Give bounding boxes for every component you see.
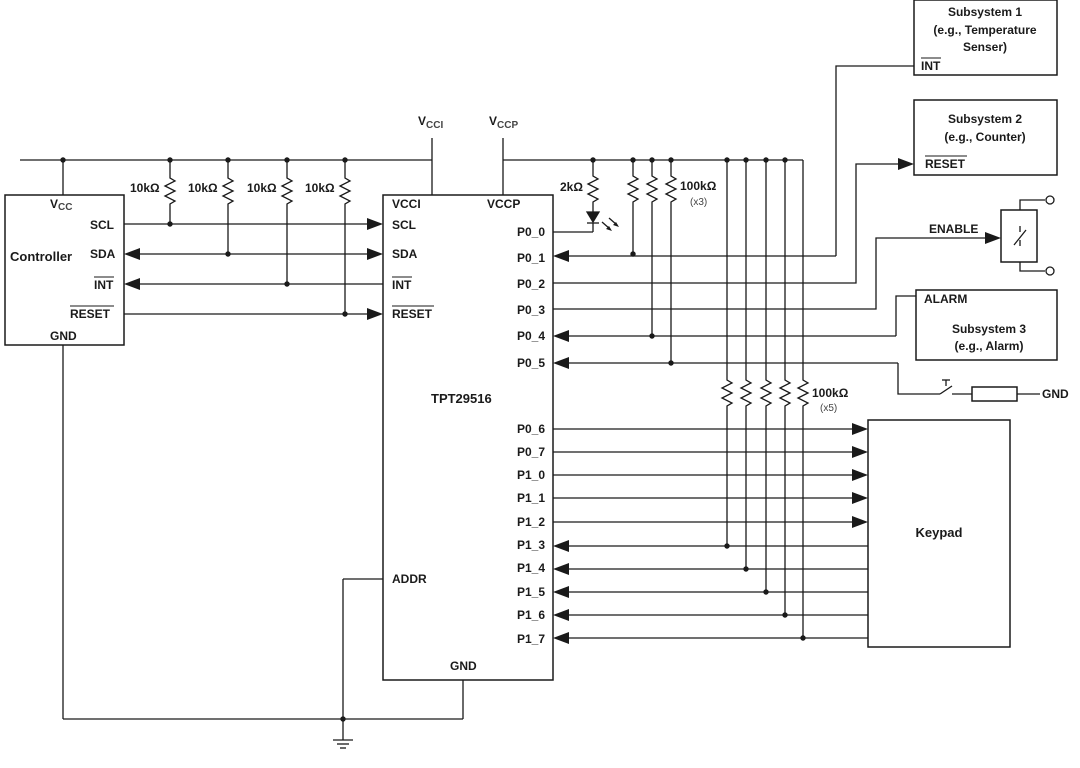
svg-text:INT: INT bbox=[921, 59, 941, 73]
gnd-label: GND bbox=[1042, 387, 1069, 401]
keypad-output-lines bbox=[553, 423, 868, 528]
subsystem3-block: ALARM Subsystem 3 (e.g., Alarm) bbox=[915, 289, 1058, 361]
svg-text:(e.g., Temperature: (e.g., Temperature bbox=[933, 23, 1036, 37]
pullup-resistor-int: 10kΩ bbox=[247, 157, 294, 284]
controller-block bbox=[4, 194, 125, 346]
svg-text:(e.g., Alarm): (e.g., Alarm) bbox=[955, 339, 1024, 353]
controller-int-pin: INT bbox=[94, 278, 114, 292]
subsystem2-block: Subsystem 2 (e.g., Counter) RESET bbox=[913, 99, 1058, 176]
controller-gnd-pin: GND bbox=[50, 329, 77, 343]
ic-block bbox=[382, 194, 554, 681]
keypad-label: Keypad bbox=[916, 525, 963, 540]
ic-part-name: TPT29516 bbox=[431, 391, 492, 406]
port-label: P0_7 bbox=[517, 445, 545, 459]
ic-sda-pin: SDA bbox=[392, 247, 418, 261]
port-pullup-count: (x3) bbox=[690, 197, 707, 208]
port-label: P1_2 bbox=[517, 515, 545, 529]
svg-text:10kΩ: 10kΩ bbox=[188, 181, 218, 195]
keypad-pullup-count: (x5) bbox=[820, 403, 837, 414]
sda-arrow-left bbox=[124, 248, 140, 260]
port-label: P0_0 bbox=[517, 225, 545, 239]
pullup-resistor-p0-5 bbox=[664, 157, 678, 366]
sda-arrow-right bbox=[367, 248, 383, 260]
push-switch-icon bbox=[939, 379, 1040, 402]
port-label: P1_0 bbox=[517, 468, 545, 482]
port-label: P0_3 bbox=[517, 303, 545, 317]
keypad-input-lines bbox=[553, 540, 868, 644]
pullup-resistor-scl: 10kΩ bbox=[130, 157, 177, 224]
vccp-supply-label: VCCP bbox=[489, 114, 518, 131]
led-icon bbox=[553, 211, 619, 233]
switch-wire bbox=[897, 363, 940, 395]
port-label: P1_7 bbox=[517, 632, 545, 646]
svg-text:Senser): Senser) bbox=[963, 40, 1007, 54]
port-label: P1_6 bbox=[517, 608, 545, 622]
int-subsystem1-wire bbox=[835, 65, 914, 256]
alarm-wire bbox=[895, 295, 916, 336]
scl-arrow bbox=[367, 218, 383, 230]
port-label: P1_4 bbox=[517, 561, 545, 575]
keypad-pullup-value: 100kΩ bbox=[812, 386, 849, 400]
ic-vcci-pin: VCCI bbox=[392, 197, 421, 211]
p0-2-line bbox=[553, 163, 900, 284]
svg-text:Subsystem 3: Subsystem 3 bbox=[952, 322, 1026, 336]
port-label: P1_3 bbox=[517, 538, 545, 552]
svg-text:2kΩ: 2kΩ bbox=[560, 180, 583, 194]
port-label: P0_5 bbox=[517, 356, 545, 370]
ic-addr-pin: ADDR bbox=[392, 572, 427, 586]
svg-text:ALARM: ALARM bbox=[924, 292, 967, 306]
controller-sda-pin: SDA bbox=[90, 247, 116, 261]
ic-gnd-pin: GND bbox=[450, 659, 477, 673]
controller-vcc-label: VCC bbox=[50, 197, 72, 213]
pullup-resistor-sda: 10kΩ bbox=[188, 157, 235, 254]
pullup-resistor-p0-4 bbox=[645, 157, 659, 339]
enable-switch-icon bbox=[1000, 195, 1055, 276]
svg-text:10kΩ: 10kΩ bbox=[305, 181, 335, 195]
controller-reset-pin: RESET bbox=[70, 307, 111, 321]
reset-arrow bbox=[367, 308, 383, 320]
led-resistor: 2kΩ bbox=[560, 157, 600, 212]
port-label: P0_2 bbox=[517, 277, 545, 291]
int-arrow bbox=[124, 278, 140, 290]
keypad-pullups bbox=[720, 157, 810, 641]
svg-text:(e.g., Counter): (e.g., Counter) bbox=[944, 130, 1025, 144]
pullup-resistor-reset: 10kΩ bbox=[305, 157, 352, 314]
svg-text:RESET: RESET bbox=[925, 157, 966, 171]
svg-text:Subsystem 1: Subsystem 1 bbox=[948, 5, 1022, 19]
port-pullup-value: 100kΩ bbox=[680, 179, 717, 193]
enable-label: ENABLE bbox=[929, 222, 978, 236]
ic-reset-pin: RESET bbox=[392, 307, 433, 321]
port-label: P0_6 bbox=[517, 422, 545, 436]
port-label: P1_1 bbox=[517, 491, 545, 505]
svg-text:10kΩ: 10kΩ bbox=[247, 181, 277, 195]
subsystem1-block: Subsystem 1 (e.g., Temperature Senser) I… bbox=[913, 0, 1058, 76]
svg-text:10kΩ: 10kΩ bbox=[130, 181, 160, 195]
svg-text:Subsystem 2: Subsystem 2 bbox=[948, 112, 1022, 126]
port-label: P1_5 bbox=[517, 585, 545, 599]
ic-scl-pin: SCL bbox=[392, 218, 416, 232]
ic-vccp-pin: VCCP bbox=[487, 197, 520, 211]
controller-name: Controller bbox=[10, 249, 72, 264]
ic-int-pin: INT bbox=[392, 278, 412, 292]
ground-symbol bbox=[333, 739, 353, 749]
port-label: P0_4 bbox=[517, 329, 545, 343]
pullup-resistor-p0-1 bbox=[626, 157, 640, 257]
controller-scl-pin: SCL bbox=[90, 218, 114, 232]
vcci-supply-label: VCCI bbox=[418, 114, 443, 131]
port-label: P0_1 bbox=[517, 251, 545, 265]
rail-node bbox=[60, 157, 66, 163]
keypad-block bbox=[867, 419, 1011, 648]
p0-3-line bbox=[553, 237, 988, 310]
